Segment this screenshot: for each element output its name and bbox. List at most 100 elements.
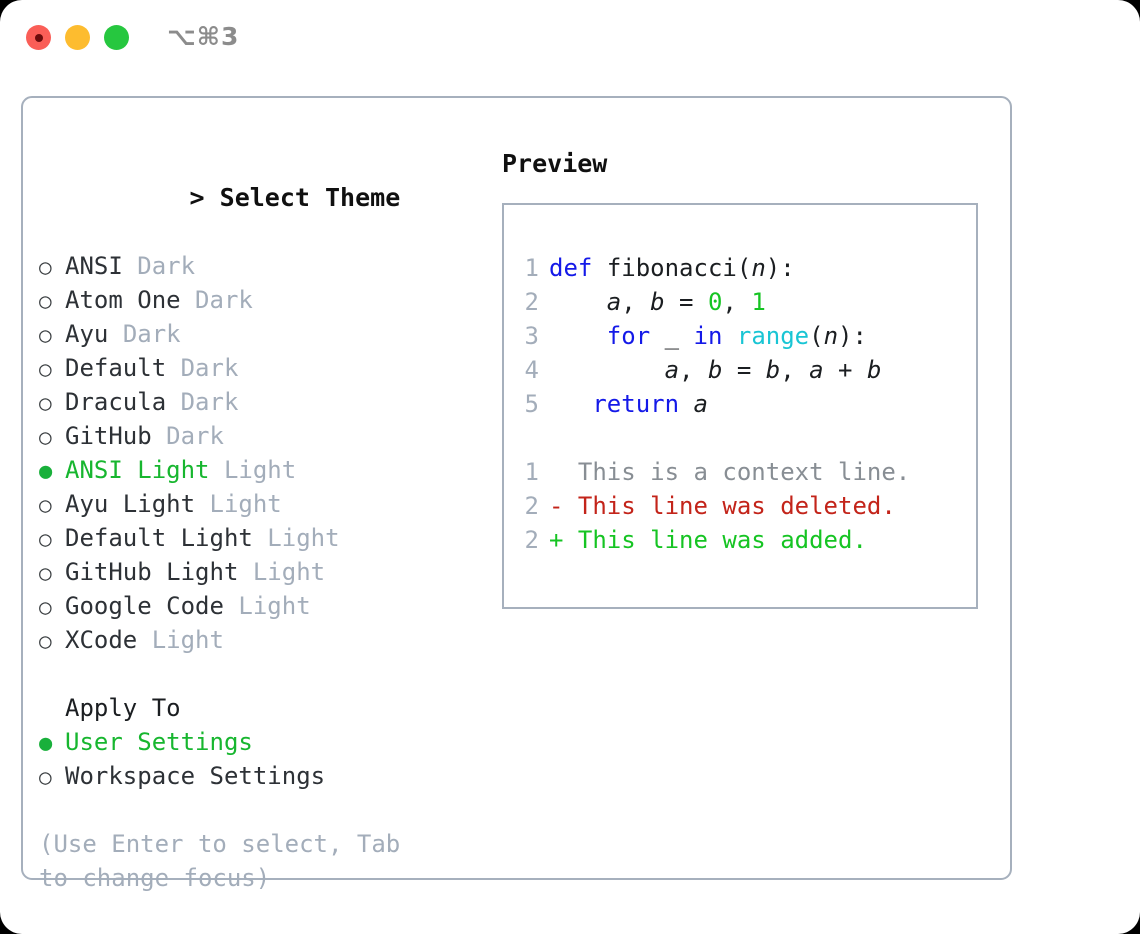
- spacer: [253, 521, 267, 555]
- apply-to-label: Workspace Settings: [65, 762, 326, 790]
- code-token: 1: [751, 288, 766, 316]
- theme-name-label: Dracula: [65, 388, 167, 416]
- theme-list-item[interactable]: ○XCode Light: [39, 623, 489, 657]
- radio-unselected-icon[interactable]: ○: [39, 629, 52, 653]
- theme-name-label: Atom One: [65, 286, 181, 314]
- code-token: b: [765, 356, 781, 384]
- diff-text: This line was deleted.: [577, 492, 896, 520]
- main-panel: > Select Theme ○ANSI Dark○Atom One Dark○…: [21, 96, 1012, 892]
- radio-unselected-icon[interactable]: ○: [39, 289, 52, 313]
- spacer: [166, 351, 180, 385]
- shortcut-hint-label: ⌥⌘3: [167, 22, 240, 51]
- theme-variant-tag: Light: [252, 558, 326, 586]
- close-button[interactable]: [26, 25, 51, 50]
- theme-list-item[interactable]: ○Default Light Light: [39, 521, 489, 555]
- theme-list-item[interactable]: ○ Ayu Light Light: [39, 487, 489, 521]
- line-number: 2: [524, 288, 539, 316]
- code-token: =: [722, 356, 766, 384]
- radio-unselected-icon[interactable]: ○: [39, 595, 52, 619]
- recording-indicator-icon: [34, 33, 43, 42]
- select-theme-header: > Select Theme: [39, 147, 489, 249]
- theme-name-label: XCode: [65, 626, 138, 654]
- code-token: [549, 322, 607, 350]
- window-controls: [26, 25, 129, 50]
- minimize-button[interactable]: [65, 25, 90, 50]
- radio-unselected-icon[interactable]: ○: [39, 255, 52, 279]
- theme-list-item[interactable]: ○Dracula Dark: [39, 385, 489, 419]
- radio-selected-icon[interactable]: ●: [39, 731, 53, 756]
- maximize-button[interactable]: [104, 25, 129, 50]
- theme-variant-tag: Dark: [122, 320, 181, 348]
- theme-list-item[interactable]: ○GitHub Dark: [39, 419, 489, 453]
- radio-unselected-icon[interactable]: ○: [39, 561, 52, 585]
- radio-unselected-icon[interactable]: ○: [39, 323, 52, 347]
- line-number: 5: [524, 390, 539, 418]
- code-token: in: [693, 322, 723, 350]
- code-token: n: [823, 322, 839, 350]
- spacer: [224, 589, 238, 623]
- theme-variant-tag: Dark: [195, 286, 253, 314]
- theme-variant-tag: Dark: [137, 252, 196, 280]
- code-token: [549, 288, 607, 316]
- line-number: 3: [524, 322, 539, 350]
- spacer: [108, 317, 122, 351]
- code-diff-separator: [517, 421, 910, 455]
- radio-unselected-icon[interactable]: ○: [39, 527, 52, 551]
- theme-variant-tag: Light: [223, 456, 297, 484]
- theme-list-item[interactable]: ○Default Dark: [39, 351, 489, 385]
- theme-list-item[interactable]: ●ANSI Light Light: [39, 453, 489, 487]
- code-token: range: [736, 322, 810, 350]
- radio-unselected-icon[interactable]: ○: [39, 425, 52, 449]
- apply-to-list-item[interactable]: ●User Settings: [39, 725, 489, 759]
- code-token: b: [650, 288, 665, 316]
- theme-list-item[interactable]: ○ Atom One Dark: [39, 283, 489, 317]
- code-token: b: [707, 356, 723, 384]
- theme-list-item[interactable]: ○ ANSI Dark: [39, 249, 489, 283]
- line-number: 1: [524, 458, 539, 486]
- apply-to-list[interactable]: ●User Settings ○ Workspace Settings: [39, 725, 489, 793]
- theme-name-label: Ayu: [65, 320, 109, 348]
- theme-variant-tag: Light: [209, 490, 282, 518]
- theme-name-label: Google Code: [65, 592, 224, 620]
- select-theme-title: Select Theme: [219, 183, 401, 212]
- code-token: ):: [765, 254, 795, 282]
- radio-unselected-icon[interactable]: ○: [39, 765, 52, 789]
- diff-line: 2+ This line was added.: [517, 523, 910, 557]
- radio-unselected-icon[interactable]: ○: [39, 493, 52, 517]
- code-token: (: [736, 254, 752, 282]
- theme-name-label: Ayu Light: [65, 490, 196, 518]
- code-token: a: [809, 356, 824, 384]
- code-token: (: [809, 322, 824, 350]
- code-token: +: [823, 356, 867, 384]
- diff-line: 2- This line was deleted.: [517, 489, 910, 523]
- code-line: 3 for _ in range(n):: [517, 319, 910, 353]
- theme-list[interactable]: ○ ANSI Dark ○ Atom One Dark ○ Ayu Dark ○Defaul…: [39, 249, 489, 657]
- code-token: ,: [722, 288, 752, 316]
- code-line: 2 a, b = 0, 1: [517, 285, 910, 319]
- theme-list-item[interactable]: ○Google Code Light: [39, 589, 489, 623]
- code-token: n: [751, 254, 766, 282]
- theme-list-item[interactable]: ○ Ayu Dark: [39, 317, 489, 351]
- spacer: [195, 487, 209, 521]
- apply-to-list-item[interactable]: ○ Workspace Settings: [39, 759, 489, 793]
- preview-header: Preview: [502, 149, 608, 178]
- diff-text: This is a context line.: [577, 458, 911, 486]
- theme-list-item[interactable]: ○GitHub Light Light: [39, 555, 489, 589]
- theme-name-label: ANSI: [65, 252, 123, 280]
- code-token: fibonacci: [606, 254, 737, 282]
- diff-text: This line was added.: [577, 526, 867, 554]
- code-token: ):: [838, 322, 867, 350]
- code-line: 5 return a: [517, 387, 910, 421]
- radio-unselected-icon[interactable]: ○: [39, 357, 52, 381]
- code-token: =: [664, 288, 708, 316]
- radio-selected-icon[interactable]: ●: [39, 459, 53, 484]
- spacer: [210, 453, 224, 487]
- code-token: return: [592, 390, 680, 418]
- code-token: for: [606, 322, 651, 350]
- radio-unselected-icon[interactable]: ○: [39, 391, 52, 415]
